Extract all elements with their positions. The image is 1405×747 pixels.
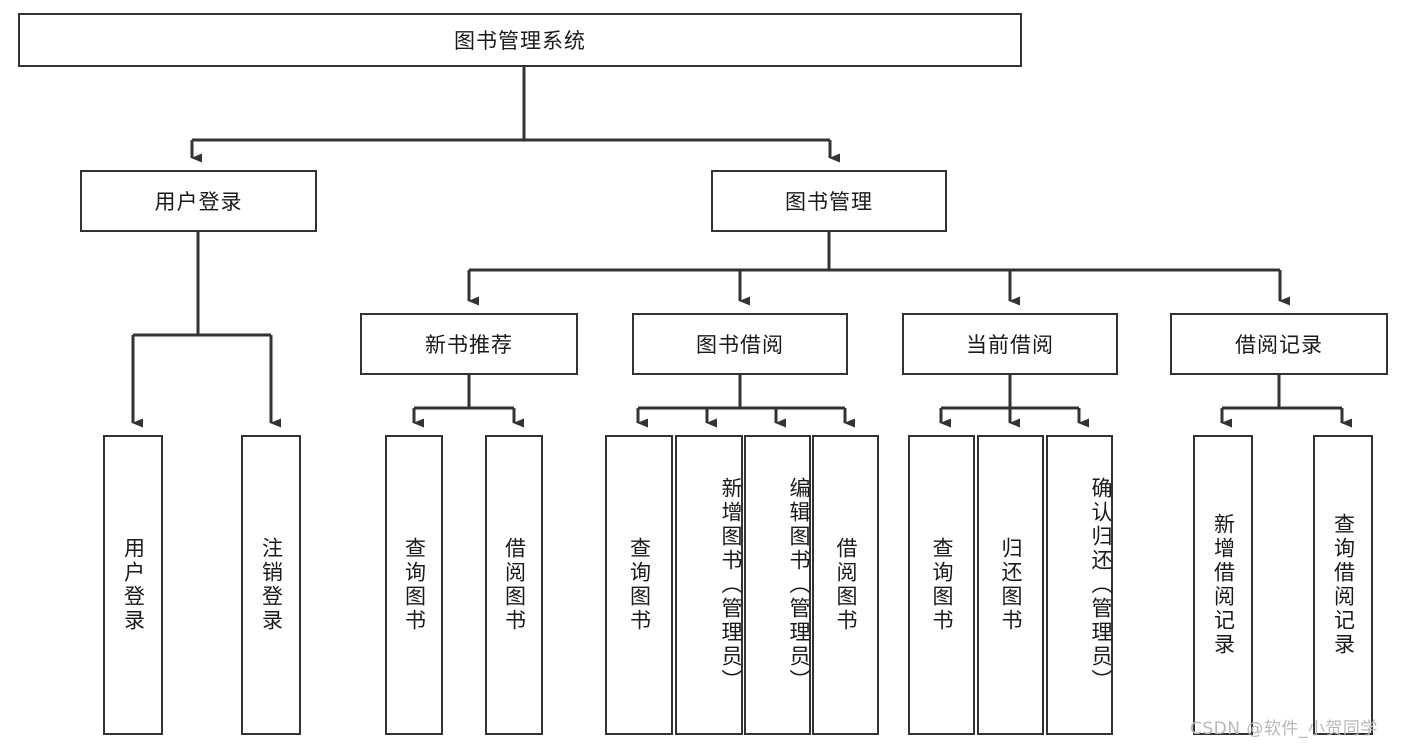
node-new-book-recommend[interactable]: 新书推荐 (360, 313, 578, 375)
node-label: 编辑图书（管理员） (787, 477, 811, 693)
node-label: 图书管理系统 (454, 29, 586, 53)
node-label: 图书借阅 (696, 333, 784, 357)
node-borrow-record[interactable]: 借阅记录 (1170, 313, 1388, 375)
node-user-login[interactable]: 用户登录 (80, 170, 317, 232)
node-label: 查询图书 (627, 537, 652, 633)
node-leaf-logout[interactable]: 注销登录 (241, 435, 301, 735)
node-leaf-confirm-return[interactable]: 确认归还（管理员） (1046, 435, 1113, 735)
node-label: 当前借阅 (966, 333, 1054, 357)
node-leaf-query-books-c[interactable]: 查询图书 (908, 435, 975, 735)
node-label: 确认归还（管理员） (1089, 477, 1113, 693)
node-label: 新增借阅记录 (1211, 513, 1236, 657)
node-leaf-query-books-a[interactable]: 查询图书 (385, 435, 443, 735)
node-label: 查询借阅记录 (1331, 513, 1356, 657)
node-label: 新书推荐 (425, 333, 513, 357)
watermark: CSDN @软件_小贺同学 (1190, 719, 1378, 739)
node-leaf-return-book[interactable]: 归还图书 (977, 435, 1044, 735)
node-book-manage[interactable]: 图书管理 (711, 170, 947, 232)
node-leaf-query-books-b[interactable]: 查询图书 (605, 435, 673, 735)
node-label: 注销登录 (259, 537, 284, 633)
node-label: 图书管理 (785, 190, 873, 214)
node-label: 借阅图书 (834, 537, 858, 633)
node-label: 用户登录 (154, 190, 243, 214)
node-leaf-add-book[interactable]: 新增图书（管理员） (675, 435, 743, 735)
node-leaf-add-record[interactable]: 新增借阅记录 (1193, 435, 1253, 735)
node-leaf-user-login[interactable]: 用户登录 (103, 435, 163, 735)
node-label: 查询图书 (930, 537, 954, 633)
node-label: 归还图书 (999, 537, 1023, 633)
node-leaf-edit-book[interactable]: 编辑图书（管理员） (744, 435, 811, 735)
node-label: 用户登录 (121, 537, 146, 633)
node-label: 新增图书（管理员） (719, 477, 743, 693)
node-leaf-borrow-books-a[interactable]: 借阅图书 (485, 435, 543, 735)
node-current-borrow[interactable]: 当前借阅 (902, 313, 1118, 375)
node-book-borrow[interactable]: 图书借阅 (632, 313, 848, 375)
node-leaf-borrow-books-b[interactable]: 借阅图书 (812, 435, 879, 735)
node-leaf-query-record[interactable]: 查询借阅记录 (1313, 435, 1373, 735)
node-root[interactable]: 图书管理系统 (18, 13, 1022, 67)
node-label: 借阅记录 (1235, 333, 1323, 357)
node-label: 借阅图书 (502, 537, 527, 633)
node-label: 查询图书 (402, 537, 427, 633)
